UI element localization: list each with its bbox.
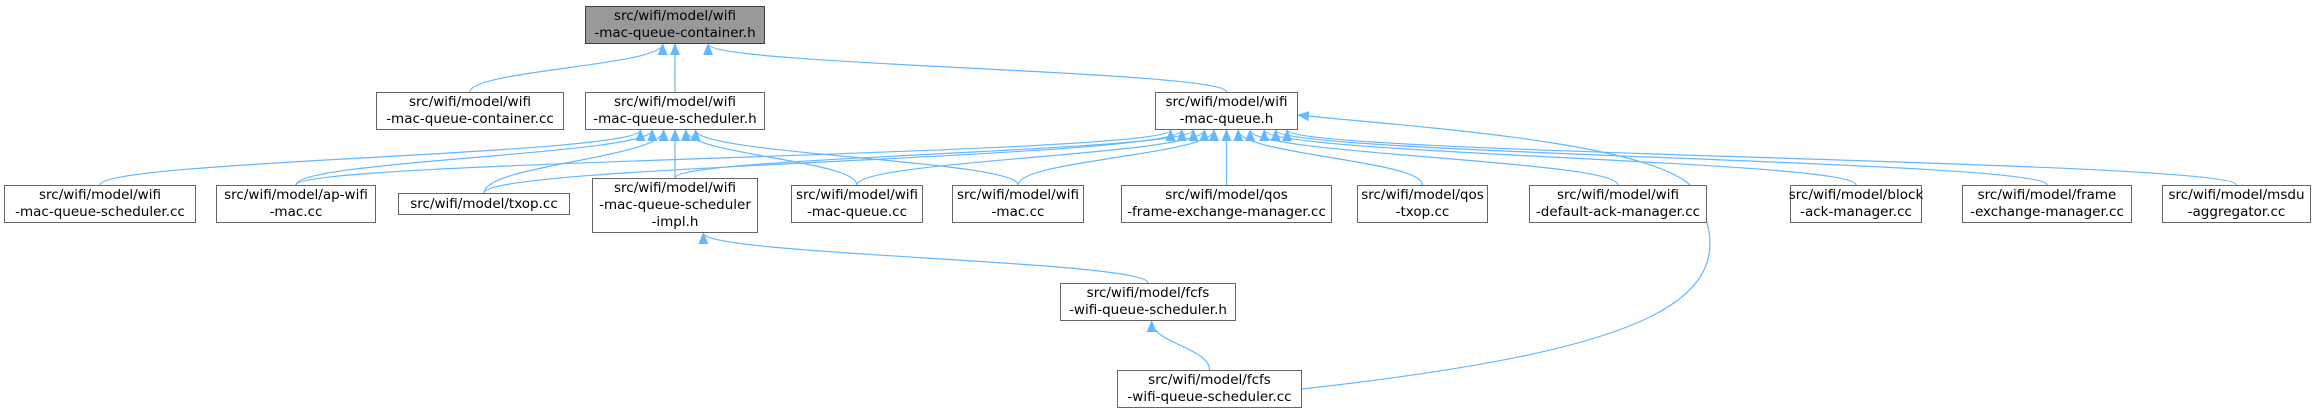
edge-mq-cc-to-mqs-h <box>680 129 858 186</box>
edge-mac-cc-to-mq-h <box>1017 129 1219 186</box>
node-label-line: src/wifi/model/qos <box>1361 187 1484 203</box>
node-msdu-cc[interactable]: src/wifi/model/msdu-aggregator.cc <box>2162 185 2311 223</box>
node-label-line: -impl.h <box>651 214 699 230</box>
node-label-line: src/wifi/model/wifi <box>1557 187 1679 203</box>
node-label-line: src/wifi/model/wifi <box>957 187 1079 203</box>
edge-txop-cc-to-mq-h <box>483 129 1187 194</box>
node-label-line: -mac.cc <box>991 204 1045 220</box>
node-label-line: -mac-queue-container.cc <box>386 111 554 127</box>
node-label-line: src/wifi/model/wifi <box>614 180 736 196</box>
node-fem-cc[interactable]: src/wifi/model/frame-exchange-manager.cc <box>1962 185 2132 223</box>
node-label-line: -txop.cc <box>1395 204 1450 220</box>
node-label-line: src/wifi/model/wifi <box>1165 94 1288 110</box>
node-label-line: -ack-manager.cc <box>1800 204 1912 220</box>
edge-fcfs-h-to-impl-h <box>698 232 1149 284</box>
node-mac-cc[interactable]: src/wifi/model/wifi-mac.cc <box>952 185 1084 223</box>
node-mqc-cc[interactable]: src/wifi/model/wifi-mac-queue-container.… <box>376 92 564 130</box>
node-txop-cc[interactable]: src/wifi/model/txop.cc <box>398 193 570 215</box>
node-label-line: src/wifi/model/fcfs <box>1148 372 1271 388</box>
edge-impl-h-to-mq-h <box>674 129 1199 179</box>
node-label-line: src/wifi/model/qos <box>1165 187 1288 203</box>
node-label-line: -frame-exchange-manager.cc <box>1127 204 1326 220</box>
node-dam-cc[interactable]: src/wifi/model/wifi-default-ack-manager.… <box>1529 185 1707 223</box>
edge-mq-h-to-root <box>703 43 1228 93</box>
edge-mqs-cc-to-mqs-h <box>99 129 646 186</box>
node-root: src/wifi/model/wifi-mac-queue-container.… <box>585 6 765 44</box>
edge-mq-cc-to-mq-h <box>856 129 1210 186</box>
node-label-line: -mac-queue-scheduler.h <box>593 111 757 127</box>
node-label-line: -mac-queue.h <box>1179 111 1274 127</box>
edge-fcfs-cc-to-mq-h <box>1297 111 1711 390</box>
node-label-line: -mac.cc <box>269 204 323 220</box>
node-label-line: -mac-queue-scheduler <box>599 197 751 213</box>
node-mqs-cc[interactable]: src/wifi/model/wifi-mac-queue-scheduler.… <box>4 185 196 223</box>
edge-bam-cc-to-mq-h <box>1259 129 1857 186</box>
node-label-line: -mac-queue-container.h <box>594 25 756 41</box>
node-label-line: src/wifi/model/txop.cc <box>410 195 558 212</box>
edge-ap-cc-to-mqs-h <box>295 129 658 186</box>
node-qfem-cc[interactable]: src/wifi/model/qos-frame-exchange-manage… <box>1121 185 1332 223</box>
node-label-line: -wifi-queue-scheduler.h <box>1069 302 1227 318</box>
node-impl-h[interactable]: src/wifi/model/wifi-mac-queue-scheduler-… <box>592 178 758 233</box>
edge-fcfs-cc-to-fcfs-h <box>1146 320 1211 371</box>
node-label-line: src/wifi/model/msdu <box>2168 187 2305 203</box>
edge-msdu-cc-to-mq-h <box>1282 129 2238 186</box>
node-label-line: src/wifi/model/block <box>1788 187 1924 203</box>
node-label-line: src/wifi/model/ap-wifi <box>224 187 368 203</box>
node-fcfs-cc[interactable]: src/wifi/model/fcfs-wifi-queue-scheduler… <box>1117 370 1302 408</box>
node-label-line: src/wifi/model/wifi <box>614 8 736 24</box>
node-fcfs-h[interactable]: src/wifi/model/fcfs-wifi-queue-scheduler… <box>1060 283 1236 321</box>
node-label-line: src/wifi/model/frame <box>1977 187 2117 203</box>
edge-fem-cc-to-mq-h <box>1271 129 2048 186</box>
node-bam-cc[interactable]: src/wifi/model/block-ack-manager.cc <box>1788 185 1924 223</box>
edge-mqc-cc-to-root <box>469 43 668 93</box>
node-mq-cc[interactable]: src/wifi/model/wifi-mac-queue.cc <box>791 185 923 223</box>
node-label-line: -default-ack-manager.cc <box>1535 204 1701 220</box>
node-mqs-h[interactable]: src/wifi/model/wifi-mac-queue-scheduler.… <box>585 92 765 130</box>
node-ap-cc[interactable]: src/wifi/model/ap-wifi-mac.cc <box>216 185 376 223</box>
node-mq-h[interactable]: src/wifi/model/wifi-mac-queue.h <box>1155 92 1298 130</box>
node-label-line: -exchange-manager.cc <box>1970 204 2124 220</box>
node-qtxop-cc[interactable]: src/wifi/model/qos-txop.cc <box>1357 185 1488 223</box>
node-label-line: src/wifi/model/wifi <box>796 187 918 203</box>
node-label-line: -mac-queue.cc <box>806 204 908 220</box>
node-label-line: src/wifi/model/wifi <box>614 94 736 110</box>
node-label-line: src/wifi/model/wifi <box>39 187 161 203</box>
edge-txop-cc-to-mqs-h <box>483 129 669 194</box>
node-label-line: src/wifi/model/wifi <box>409 94 531 110</box>
edge-ap-cc-to-mq-h <box>295 129 1176 186</box>
node-label-line: src/wifi/model/fcfs <box>1086 285 1210 301</box>
node-label-line: -mac-queue-scheduler.cc <box>15 204 185 220</box>
node-label-line: -aggregator.cc <box>2187 204 2286 220</box>
node-label-line: -wifi-queue-scheduler.cc <box>1127 389 1292 405</box>
